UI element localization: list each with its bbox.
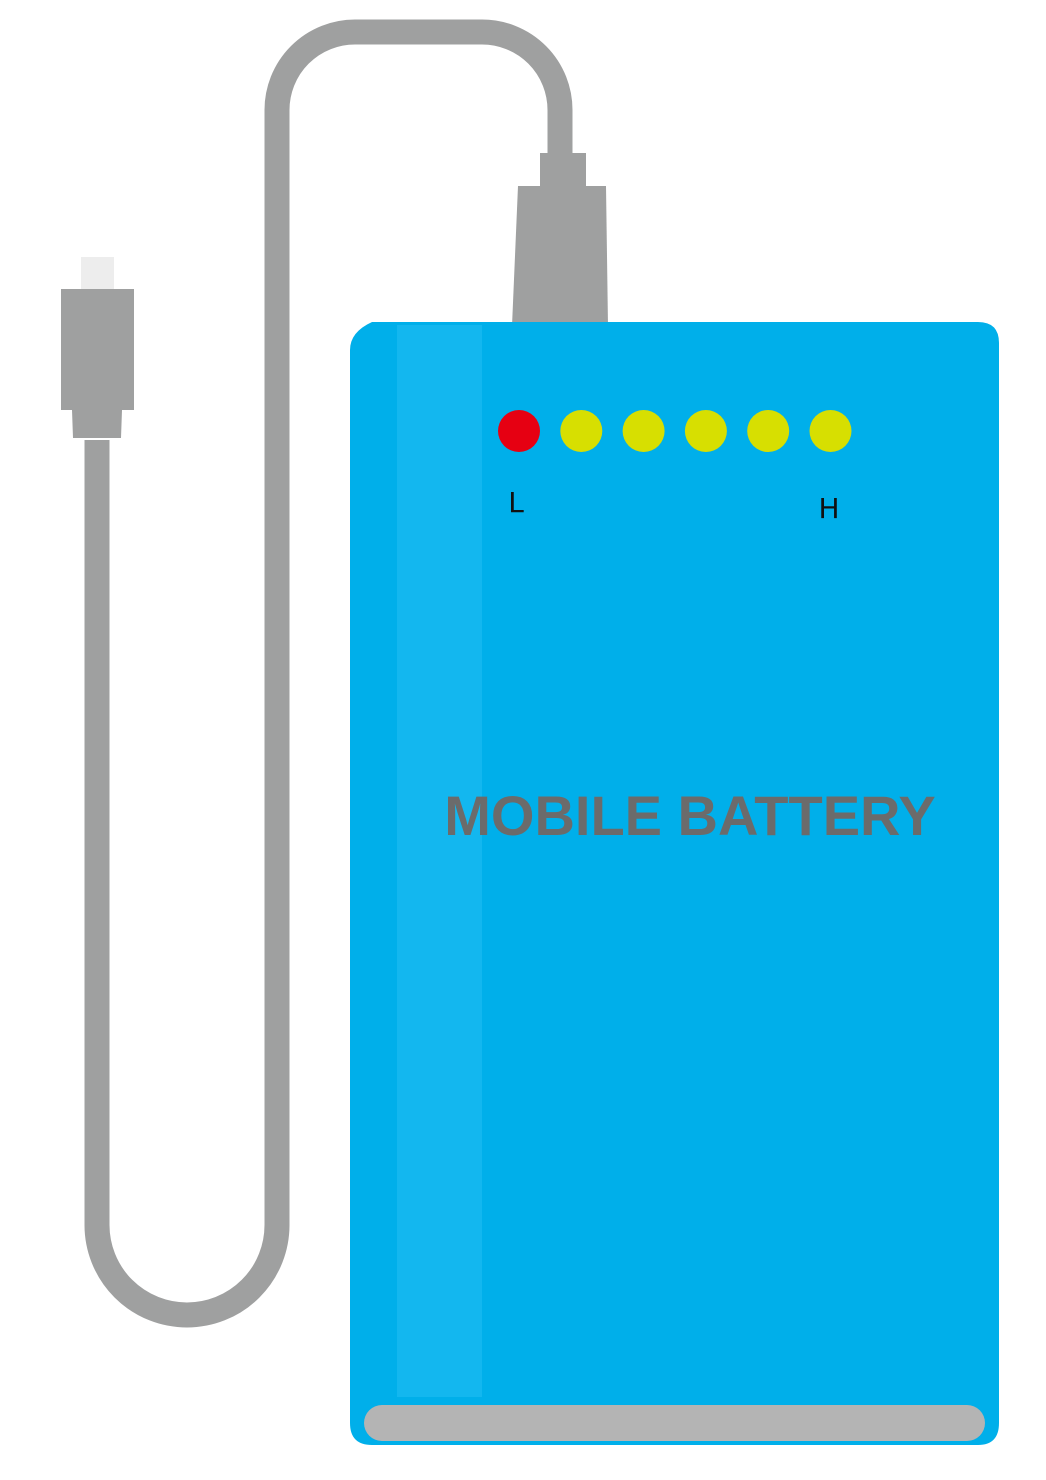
usb-plug-body	[512, 186, 608, 326]
usb-plug	[512, 153, 608, 326]
charge-led-4	[684, 410, 727, 452]
battery-title: MOBILE BATTERY	[444, 784, 936, 847]
charging-cable	[84, 19, 573, 1328]
charge-led-6	[809, 410, 852, 452]
charge-led-3	[622, 410, 665, 452]
micro-usb-connector	[61, 257, 134, 438]
charge-indicator-leds	[498, 410, 852, 452]
battery-case	[350, 322, 999, 1445]
low-charge-label: L	[508, 486, 524, 519]
usb-plug-neck	[540, 153, 586, 187]
charge-led-5	[747, 410, 790, 452]
battery-base-strip	[364, 1405, 985, 1441]
micro-usb-tip	[81, 257, 114, 291]
micro-usb-housing	[61, 289, 134, 438]
battery-body	[350, 322, 999, 1445]
high-charge-label: H	[818, 492, 839, 525]
charge-led-1	[498, 410, 540, 452]
charge-led-2	[560, 410, 603, 452]
battery-side-highlight	[397, 325, 482, 1397]
